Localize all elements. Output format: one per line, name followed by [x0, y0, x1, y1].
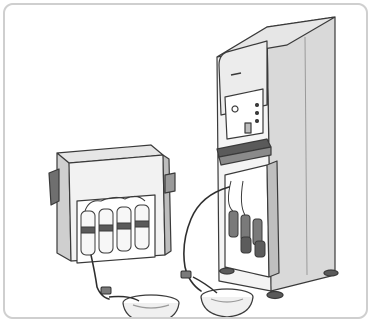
drain-bowl-right [201, 289, 253, 317]
tall-dispenser [217, 17, 338, 299]
drain-illustration [5, 5, 368, 319]
illustration-frame [3, 3, 368, 319]
hose-connectors [101, 271, 191, 294]
